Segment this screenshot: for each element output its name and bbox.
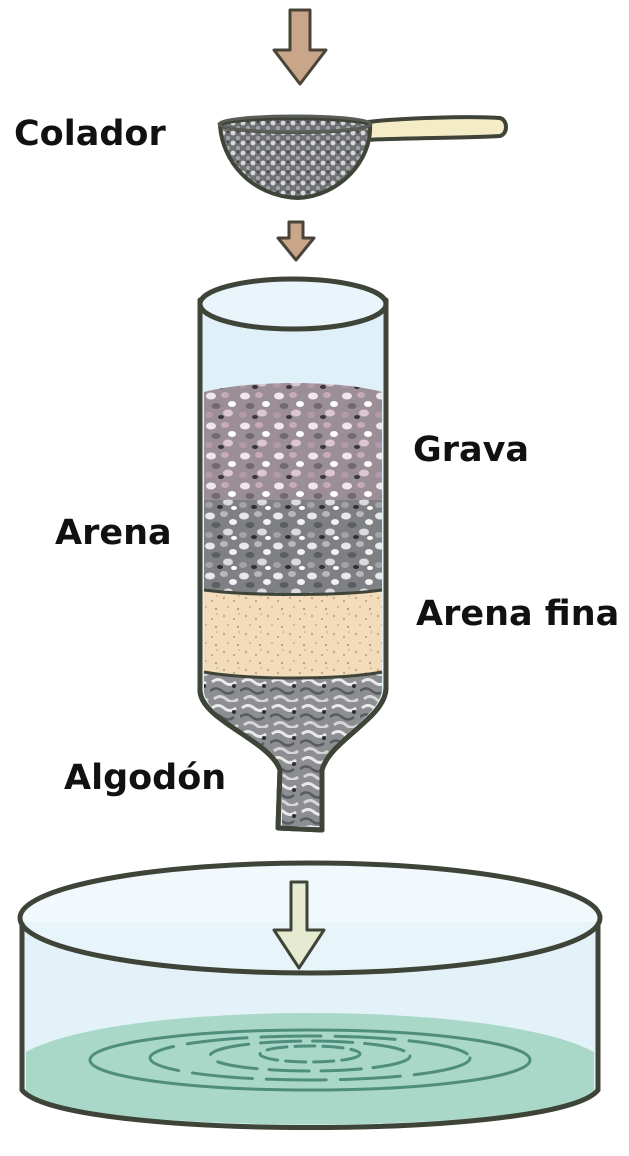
bottle-filter-icon [200, 279, 386, 830]
down-arrow-icon [278, 222, 314, 260]
label-grava: Grava [413, 430, 529, 470]
down-arrow-icon [274, 10, 326, 84]
label-arena: Arena [55, 513, 172, 553]
water-basin-icon [20, 863, 600, 1128]
strainer-icon [219, 116, 506, 198]
label-algodon: Algodón [64, 758, 226, 798]
label-colador: Colador [14, 114, 166, 154]
label-arena-fina: Arena fina [416, 594, 619, 634]
